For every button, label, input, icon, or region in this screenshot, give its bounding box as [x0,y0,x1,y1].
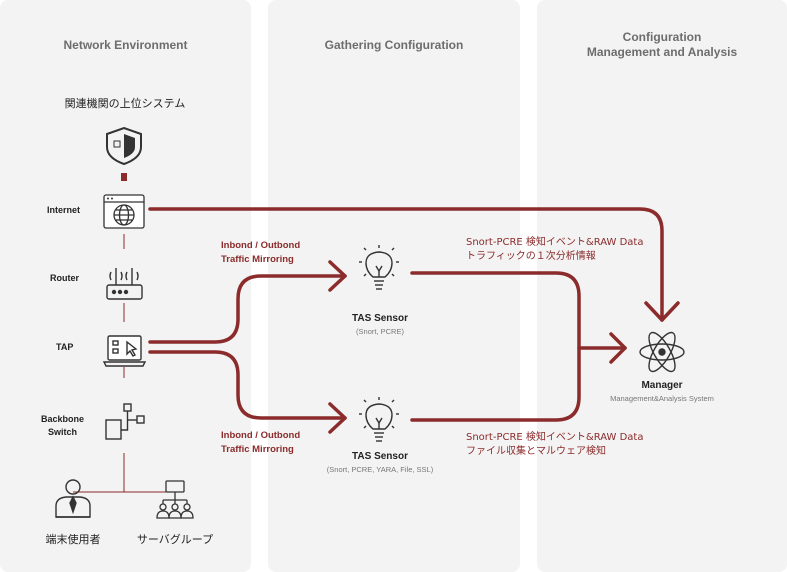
backbone-switch-icon [105,403,145,440]
flow-lines [148,207,680,434]
bottom-sensor-bulb-icon [359,397,399,442]
server-group-label: サーバグループ [136,533,214,546]
server-group-icon [156,480,194,519]
mirroring-bottom-line1: Inbond / Outbond [221,430,301,441]
bottom-sensor-subtitle: (Snort, PCRE, YARA, File, SSL) [326,465,434,474]
backbone-label-line2: Switch [48,427,78,437]
annotation-top-line2: トラフィックの１次分析情報 [466,251,596,262]
manager-subtitle: Management&Analysis System [610,394,714,403]
annotation-bottom-line2: ファイル収集とマルウェア検知 [466,446,606,457]
shield-connector-dot [121,173,127,181]
mirroring-bottom-line2: Traffic Mirroring [221,444,294,455]
manager-atom-icon [639,331,685,373]
tap-to-top-sensor-arrowhead [328,260,347,292]
manager-title: Manager [641,380,683,391]
network-connectors [73,234,175,493]
top-sensor-subtitle: (Snort, PCRE) [356,327,404,336]
annotation-bottom-line1: Snort-PCRE 検知イベント&RAW Data [466,432,644,443]
tap-to-top-sensor-line [148,274,347,344]
tap-to-bottom-sensor-arrowhead [328,402,347,434]
internet-to-manager-arrowhead [644,301,680,322]
column-title-network: Network Environment [63,38,188,52]
end-user-icon [55,479,91,518]
end-user-label: 端末使用者 [45,533,101,546]
internet-to-manager-line [148,207,664,322]
tap-label: TAP [56,342,74,352]
router-icon [106,268,143,300]
tap-to-bottom-sensor-line [148,350,347,420]
top-sensor-title: TAS Sensor [352,313,408,324]
manager-arrowhead [609,332,627,364]
backbone-label-line1: Backbone [41,414,85,424]
annotation-top-line1: Snort-PCRE 検知イベント&RAW Data [466,237,644,248]
mirroring-top-line1: Inbond / Outbond [221,240,301,251]
column-title-gathering: Gathering Configuration [324,38,464,52]
column-title-config-line2: Management and Analysis [586,45,738,59]
tap-laptop-icon [102,335,147,367]
bottom-sensor-title: TAS Sensor [352,451,408,462]
internet-label: Internet [47,205,81,215]
bottom-sensor-to-manager-line [410,346,581,422]
panel-network-environment [0,0,251,572]
column-title-config-line1: Configuration [622,30,702,44]
top-sensor-bulb-icon [359,245,399,290]
top-sensor-to-manager-line [410,271,627,350]
router-label: Router [50,273,79,283]
upper-system-label: 関連機関の上位システム [64,97,186,110]
internet-globe-icon [103,194,145,229]
mirroring-top-line2: Traffic Mirroring [221,254,294,265]
shield-icon [106,126,142,166]
panel-gathering-configuration [268,0,520,572]
